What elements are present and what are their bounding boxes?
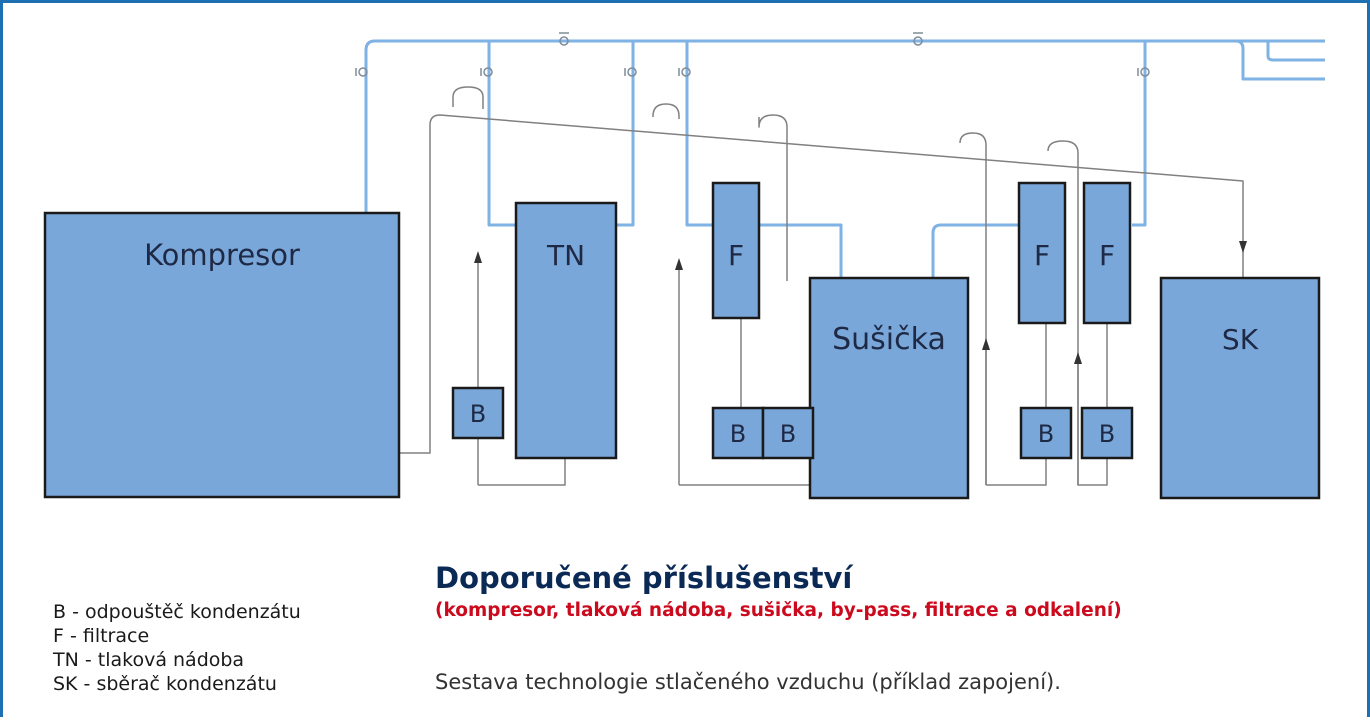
unit-labels: Kompresor TN F Sušička F F SK B B B B B — [144, 238, 1259, 448]
header-corner-2 — [1266, 41, 1325, 62]
drain-hop-3 — [758, 114, 788, 281]
bleeder-unit — [1019, 406, 1073, 460]
filter-unit — [711, 181, 761, 320]
sk-collector — [1159, 276, 1321, 500]
valve-icon — [1137, 67, 1150, 77]
pipe-filter-bypass — [1132, 41, 1147, 227]
sk-label: SK — [1222, 323, 1259, 356]
units — [43, 181, 1321, 500]
valve-icon — [559, 32, 569, 46]
valve-icon — [624, 67, 637, 77]
drain-hop-2 — [652, 103, 680, 119]
page-subtitle: (kompresor, tlaková nádoba, sušička, by-… — [435, 600, 1122, 621]
filter-unit — [1082, 181, 1132, 325]
flow-arrows — [474, 241, 1247, 364]
bleeder-label: B — [780, 420, 796, 448]
bleeder-unit — [1080, 406, 1134, 460]
valve-icon — [678, 67, 691, 77]
kompresor-label: Kompresor — [144, 238, 300, 272]
tn-label: TN — [546, 239, 585, 272]
pipe-to-tn-inlet — [487, 41, 516, 227]
drain-hop-4 — [959, 132, 987, 485]
bleeder-unit — [451, 386, 505, 440]
drain-loop-tn — [478, 458, 566, 486]
main-air-header — [364, 39, 1325, 213]
compressed-air-diagram: Kompresor TN F Sušička F F SK B B B B B — [43, 32, 1325, 500]
bleeder-unit — [761, 406, 815, 460]
valve-icon — [480, 67, 493, 77]
legend-item: TN - tlaková nádoba — [53, 649, 245, 671]
filter-label: F — [1034, 239, 1050, 272]
filter-label: F — [1099, 239, 1115, 272]
valves — [355, 32, 1150, 77]
pipe-dryer-to-filters — [931, 223, 1019, 278]
drain-loop-2 — [986, 458, 1047, 486]
valve-icon — [355, 67, 368, 77]
drain-hop-5 — [1047, 140, 1108, 486]
drain-hop-1 — [452, 86, 484, 109]
arrow-icon — [1074, 352, 1082, 364]
valve-icon — [913, 32, 923, 46]
arrow-icon — [675, 258, 683, 270]
air-pipes — [364, 39, 1325, 278]
bleeder-label: B — [1038, 420, 1054, 448]
kompresor-unit — [43, 211, 401, 499]
pipe-filter-1-to-dryer — [759, 223, 843, 278]
bleeder-label: B — [1099, 420, 1115, 448]
drain-kompresor — [399, 114, 1244, 454]
bleeder-label: B — [730, 420, 746, 448]
susicka-label: Sušička — [832, 322, 946, 357]
legend-item: B - odpouštěč kondenzátu — [53, 601, 301, 623]
tn-tank — [514, 201, 618, 460]
legend-item: F - filtrace — [53, 625, 150, 647]
arrow-icon — [474, 251, 482, 263]
pipe-to-filter-1 — [685, 41, 713, 227]
arrow-icon — [982, 338, 990, 350]
page-title: Doporučené příslušenství — [435, 561, 853, 595]
diagram-caption: Sestava technologie stlačeného vzduchu (… — [435, 670, 1061, 694]
header-corner-1 — [1235, 39, 1325, 81]
filter-unit — [1017, 181, 1067, 325]
bleeder-label: B — [470, 400, 486, 428]
bleeder-unit — [711, 406, 765, 460]
filter-label: F — [728, 239, 744, 272]
pipe-from-tn-outlet — [616, 41, 635, 227]
susicka-dryer — [808, 276, 970, 500]
arrow-icon — [1239, 241, 1247, 253]
condensate-lines — [399, 86, 1244, 486]
legend-item: SK - sběrač kondenzátu — [53, 673, 277, 695]
